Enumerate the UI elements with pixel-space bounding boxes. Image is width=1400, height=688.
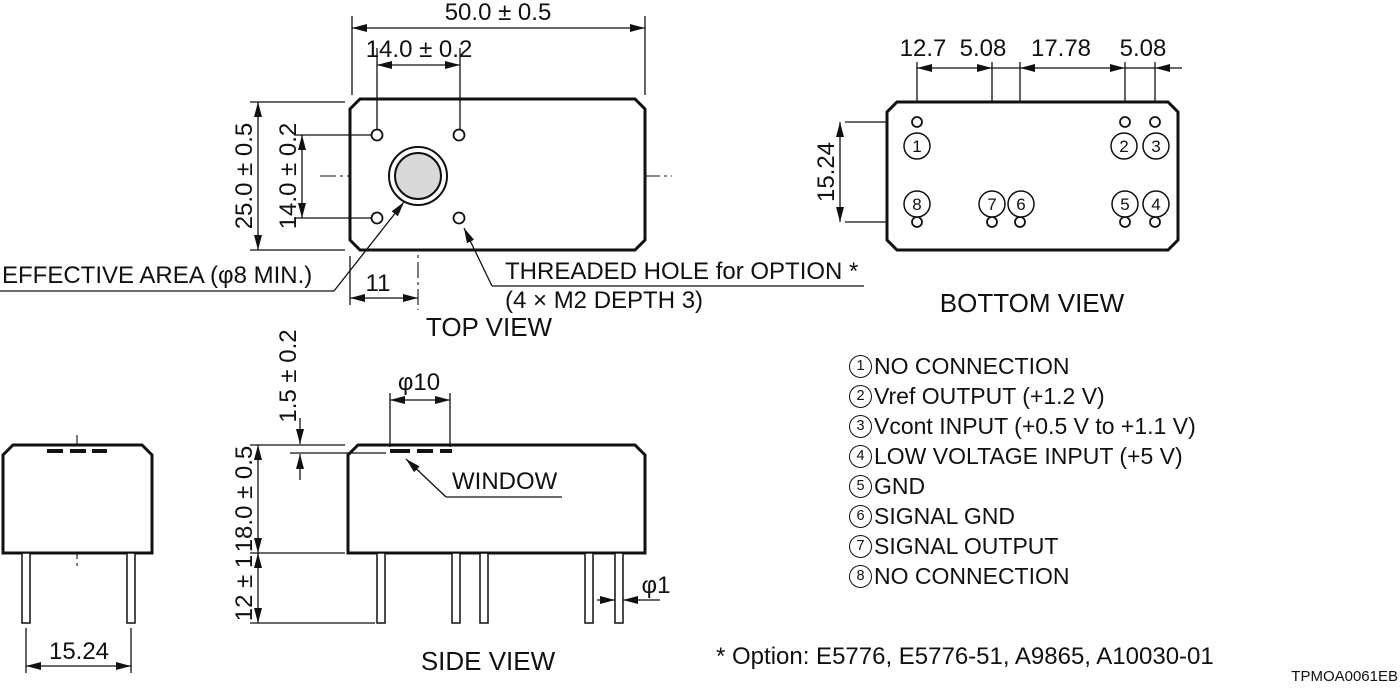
effective-area-circle: [394, 152, 442, 200]
pin-8-badge: 8: [849, 564, 872, 588]
pin-hole-4: [1149, 216, 1161, 228]
front-view-drawing: 15.24: [1, 435, 154, 673]
dim-top-height: 25.0 ± 0.5: [231, 123, 258, 230]
pin-list-item-7: 7 SIGNAL OUTPUT: [849, 531, 1196, 561]
dim-hole-spacing-y: 14.0 ± 0.2: [275, 123, 302, 230]
pin-hole-8: [911, 216, 923, 228]
threaded-hole-callout-line2: (4 × M2 DEPTH 3): [505, 287, 703, 314]
side-lead-5: [614, 552, 624, 624]
bottom-view-body-outline: [885, 100, 1180, 252]
pin-function-list: 1 NO CONNECTION 2 Vref OUTPUT (+1.2 V) 3…: [849, 351, 1196, 591]
pin-number-4: 4: [1151, 195, 1160, 214]
pin-1-badge: 1: [849, 354, 872, 378]
dim-row-spacing: 15.24: [813, 142, 840, 202]
pin-balloon-5: [1111, 190, 1139, 218]
pin-4-badge: 4: [849, 444, 872, 468]
pin-number-1: 1: [912, 137, 921, 156]
pin-3-badge: 3: [849, 414, 872, 438]
pin-5-description: GND: [874, 472, 926, 499]
dim-center-offset: 11: [366, 270, 391, 297]
pin-hole-7: [986, 216, 998, 228]
bottom-view-drawing: 12.7 5.08 17.78 5.08 15.24 1 2 3 8 7 6 5: [813, 35, 1182, 318]
window-callout: WINDOW: [452, 468, 558, 495]
side-lead-4: [584, 552, 594, 624]
pin-number-6: 6: [1016, 195, 1025, 214]
side-lead-1: [376, 552, 386, 624]
pin-6-description: SIGNAL GND: [874, 502, 1016, 529]
pin-list-item-2: 2 Vref OUTPUT (+1.2 V): [849, 381, 1196, 411]
side-lead-2: [451, 552, 461, 624]
pin-hole-3: [1149, 116, 1161, 128]
pin-4-description: LOW VOLTAGE INPUT (+5 V): [874, 442, 1183, 469]
pin-2-description: Vref OUTPUT (+1.2 V): [874, 382, 1105, 409]
threaded-hole-bottom-right: [452, 211, 466, 225]
pin-hole-5: [1119, 216, 1131, 228]
pin-list-item-5: 5 GND: [849, 471, 1196, 501]
pin-balloon-1: [903, 132, 931, 160]
pin-balloon-2: [1110, 132, 1138, 160]
side-view-drawing: φ10 1.5 ± 0.2 18.0 ± 0.5 12 ± 1 φ1 WINDO…: [231, 329, 670, 676]
dim-pin-12-7: 12.7: [900, 35, 947, 62]
top-view-label: TOP VIEW: [426, 312, 553, 342]
window-leader: [405, 458, 447, 498]
dim-pin-5-08-left: 5.08: [960, 35, 1007, 62]
front-lead-right: [126, 552, 136, 624]
top-view-body-outline: [348, 97, 647, 252]
pin-number-3: 3: [1151, 137, 1160, 156]
threaded-hole-top-right: [452, 128, 466, 142]
dim-window-depth: 1.5 ± 0.2: [275, 329, 302, 422]
pin-number-7: 7: [987, 195, 996, 214]
pin-8-description: NO CONNECTION: [874, 562, 1070, 589]
dim-lead-spacing: 15.24: [49, 638, 109, 665]
pin-1-description: NO CONNECTION: [874, 352, 1070, 379]
threaded-hole-callout-line1: THREADED HOLE for OPTION *: [505, 258, 858, 285]
threaded-hole-bottom-left: [370, 211, 384, 225]
dim-window-diameter: φ10: [398, 369, 440, 396]
pin-list-item-4: 4 LOW VOLTAGE INPUT (+5 V): [849, 441, 1196, 471]
pin-balloon-7: [978, 190, 1006, 218]
pin-balloon-4: [1142, 190, 1170, 218]
pin-number-8: 8: [912, 195, 921, 214]
side-view-label: SIDE VIEW: [421, 646, 556, 676]
pin-5-badge: 5: [849, 474, 872, 498]
pin-list-item-8: 8 NO CONNECTION: [849, 561, 1196, 591]
dim-pin-diameter: φ1: [642, 572, 671, 599]
option-note: * Option: E5776, E5776-51, A9865, A10030…: [716, 643, 1214, 670]
dim-top-width: 50.0 ± 0.5: [445, 0, 552, 26]
pin-balloon-6: [1007, 190, 1035, 218]
dim-pin-17-78: 17.78: [1031, 35, 1091, 62]
pin-hole-1: [911, 116, 923, 128]
pin-list-item-3: 3 Vcont INPUT (+0.5 V to +1.1 V): [849, 411, 1196, 441]
pin-7-badge: 7: [849, 534, 872, 558]
dim-hole-spacing-x: 14.0 ± 0.2: [366, 36, 473, 63]
pin-number-2: 2: [1119, 137, 1128, 156]
top-view-drawing: 50.0 ± 0.5 14.0 ± 0.2 25.0 ± 0.5 14.0 ± …: [0, 0, 864, 342]
front-lead-left: [21, 552, 31, 624]
pin-number-5: 5: [1120, 195, 1129, 214]
dim-pin-5-08-right: 5.08: [1120, 35, 1167, 62]
pin-list-item-6: 6 SIGNAL GND: [849, 501, 1196, 531]
side-lead-3: [479, 552, 489, 624]
pin-6-badge: 6: [849, 504, 872, 528]
pin-7-description: SIGNAL OUTPUT: [874, 532, 1059, 559]
dim-pin-length: 12 ± 1: [231, 555, 258, 622]
effective-area-callout: EFFECTIVE AREA (φ8 MIN.): [2, 262, 312, 289]
bottom-view-label: BOTTOM VIEW: [940, 288, 1125, 318]
drawing-code: TPMOA0061EB: [1291, 668, 1398, 685]
pin-list-item-1: 1 NO CONNECTION: [849, 351, 1196, 381]
dim-body-height: 18.0 ± 0.5: [231, 446, 258, 553]
pin-hole-2: [1119, 116, 1131, 128]
front-view-body-outline: [1, 443, 154, 555]
pin-balloon-8: [903, 190, 931, 218]
pin-2-badge: 2: [849, 384, 872, 408]
effective-area-leader: [333, 201, 405, 292]
pin-3-description: Vcont INPUT (+0.5 V to +1.1 V): [874, 412, 1196, 439]
pin-balloon-3: [1142, 132, 1170, 160]
pin-hole-6: [1014, 216, 1026, 228]
threaded-hole-leader: [463, 227, 493, 287]
side-view-body-outline: [346, 443, 647, 555]
threaded-hole-top-left: [370, 128, 384, 142]
